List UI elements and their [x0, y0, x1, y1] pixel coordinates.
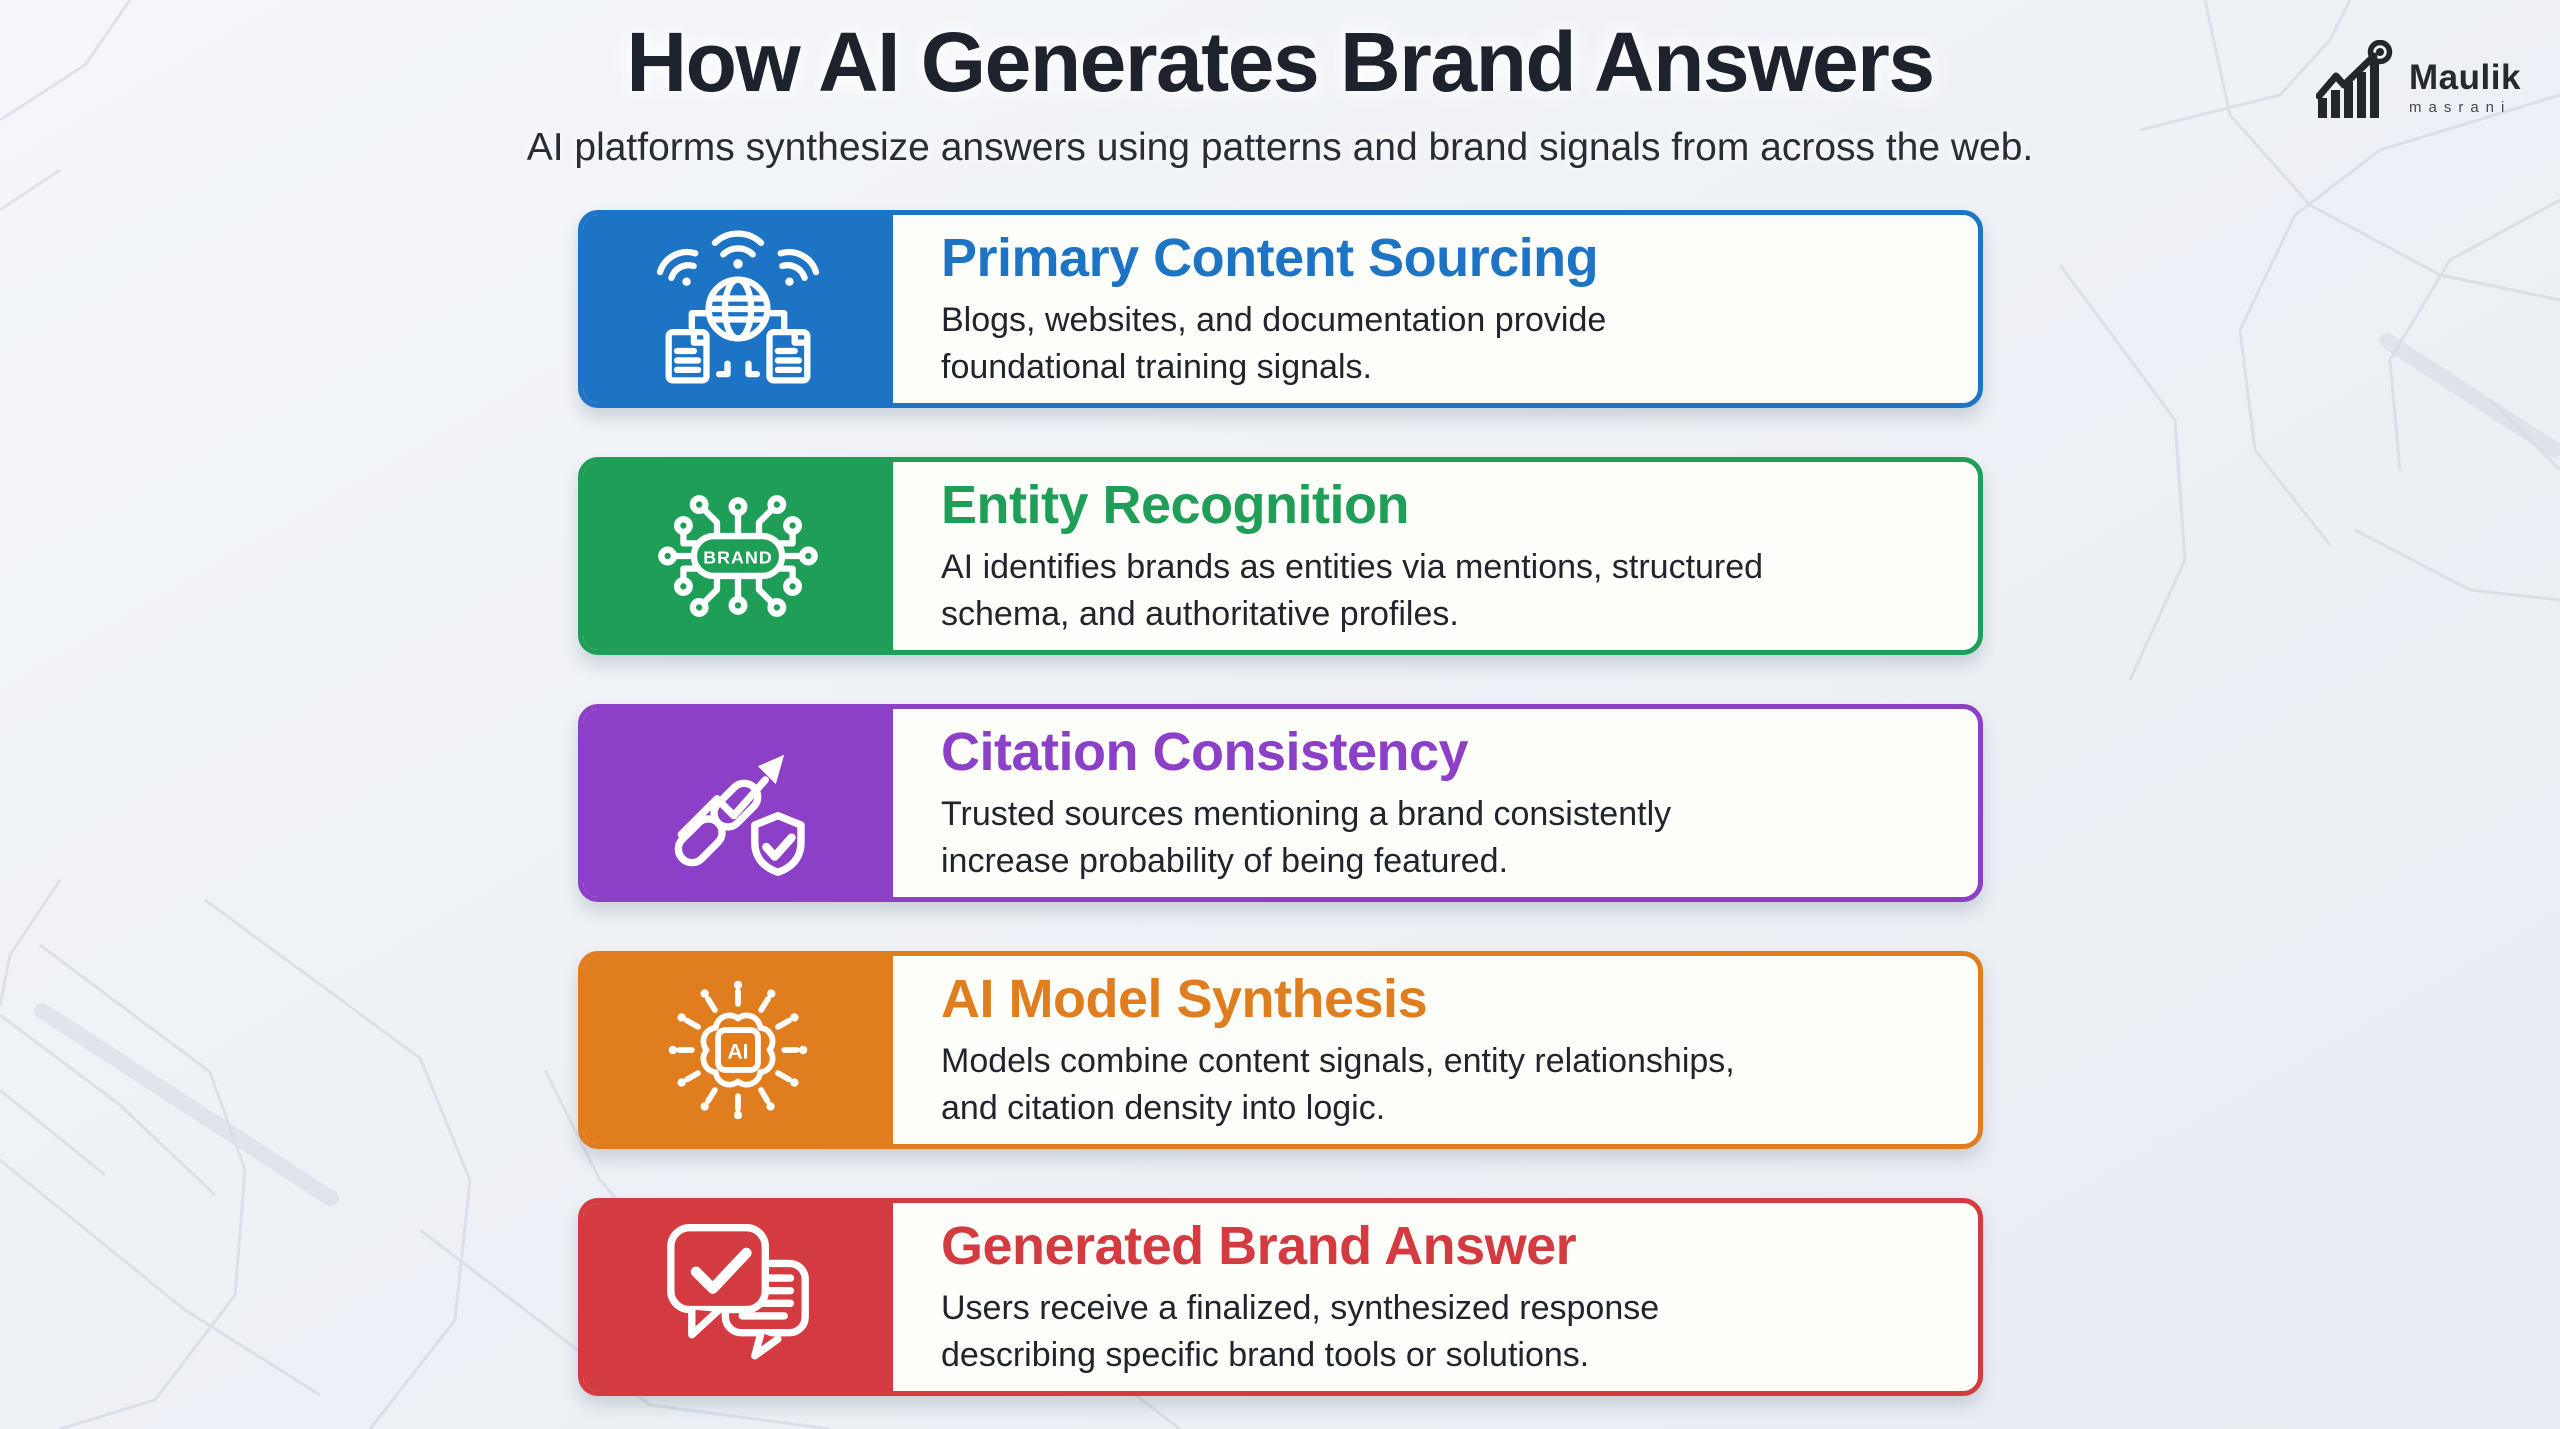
logo-subname: masrani [2409, 99, 2512, 116]
chain-link-arrow-shield-icon [674, 754, 805, 876]
card-content: Primary Content Sourcing Blogs, websites… [893, 215, 1636, 403]
card-ai-model-synthesis: AI AI Model Synthesis Models combine con… [578, 951, 1983, 1149]
card-title: Citation Consistency [941, 722, 1469, 782]
brand-chip-label: BRAND [703, 547, 773, 567]
globe-network-docs-icon [656, 230, 820, 384]
page-title: How AI Generates Brand Answers [626, 15, 1935, 109]
card-title: AI Model Synthesis [941, 969, 1428, 1029]
card-title: Generated Brand Answer [941, 1216, 1577, 1276]
page-subtitle: AI platforms synthesize answers using pa… [526, 126, 2034, 169]
card-icon-panel: BRAND [583, 462, 893, 650]
card-entity-recognition: BRAND Entity Recognition AI identifies b… [578, 457, 1983, 655]
card-title: Entity Recognition [941, 475, 1409, 535]
card-description: Users receive a finalized, synthesized r… [941, 1289, 1660, 1375]
card-description: Models combine content signals, entity r… [941, 1042, 1735, 1128]
growth-chart-magnifier-icon [2316, 40, 2393, 118]
brand-logo: Maulik masrani [2316, 40, 2521, 120]
brand-circuit-icon: BRAND [658, 495, 818, 617]
logo-name: Maulik [2409, 58, 2521, 97]
card-generated-brand-answer: Generated Brand Answer Users receive a f… [578, 1198, 1983, 1396]
chat-bubbles-check-icon [667, 1224, 809, 1360]
ai-chip-label: AI [728, 1040, 749, 1063]
card-title: Primary Content Sourcing [941, 228, 1599, 288]
card-icon-panel [583, 709, 893, 897]
ai-brain-chip-icon: AI [668, 980, 808, 1120]
card-content: AI Model Synthesis Models combine conten… [893, 956, 1765, 1144]
card-primary-content-sourcing: Primary Content Sourcing Blogs, websites… [578, 210, 1983, 408]
card-icon-panel [583, 1203, 893, 1391]
card-description: AI identifies brands as entities via men… [941, 548, 1764, 634]
card-content: Entity Recognition AI identifies brands … [893, 462, 1793, 650]
card-description: Blogs, websites, and documentation provi… [941, 301, 1607, 387]
card-citation-consistency: Citation Consistency Trusted sources men… [578, 704, 1983, 902]
card-icon-panel: AI [583, 956, 893, 1144]
card-content: Generated Brand Answer Users receive a f… [893, 1203, 1689, 1391]
card-description: Trusted sources mentioning a brand consi… [941, 795, 1672, 881]
card-icon-panel [583, 215, 893, 403]
card-content: Citation Consistency Trusted sources men… [893, 709, 1701, 897]
